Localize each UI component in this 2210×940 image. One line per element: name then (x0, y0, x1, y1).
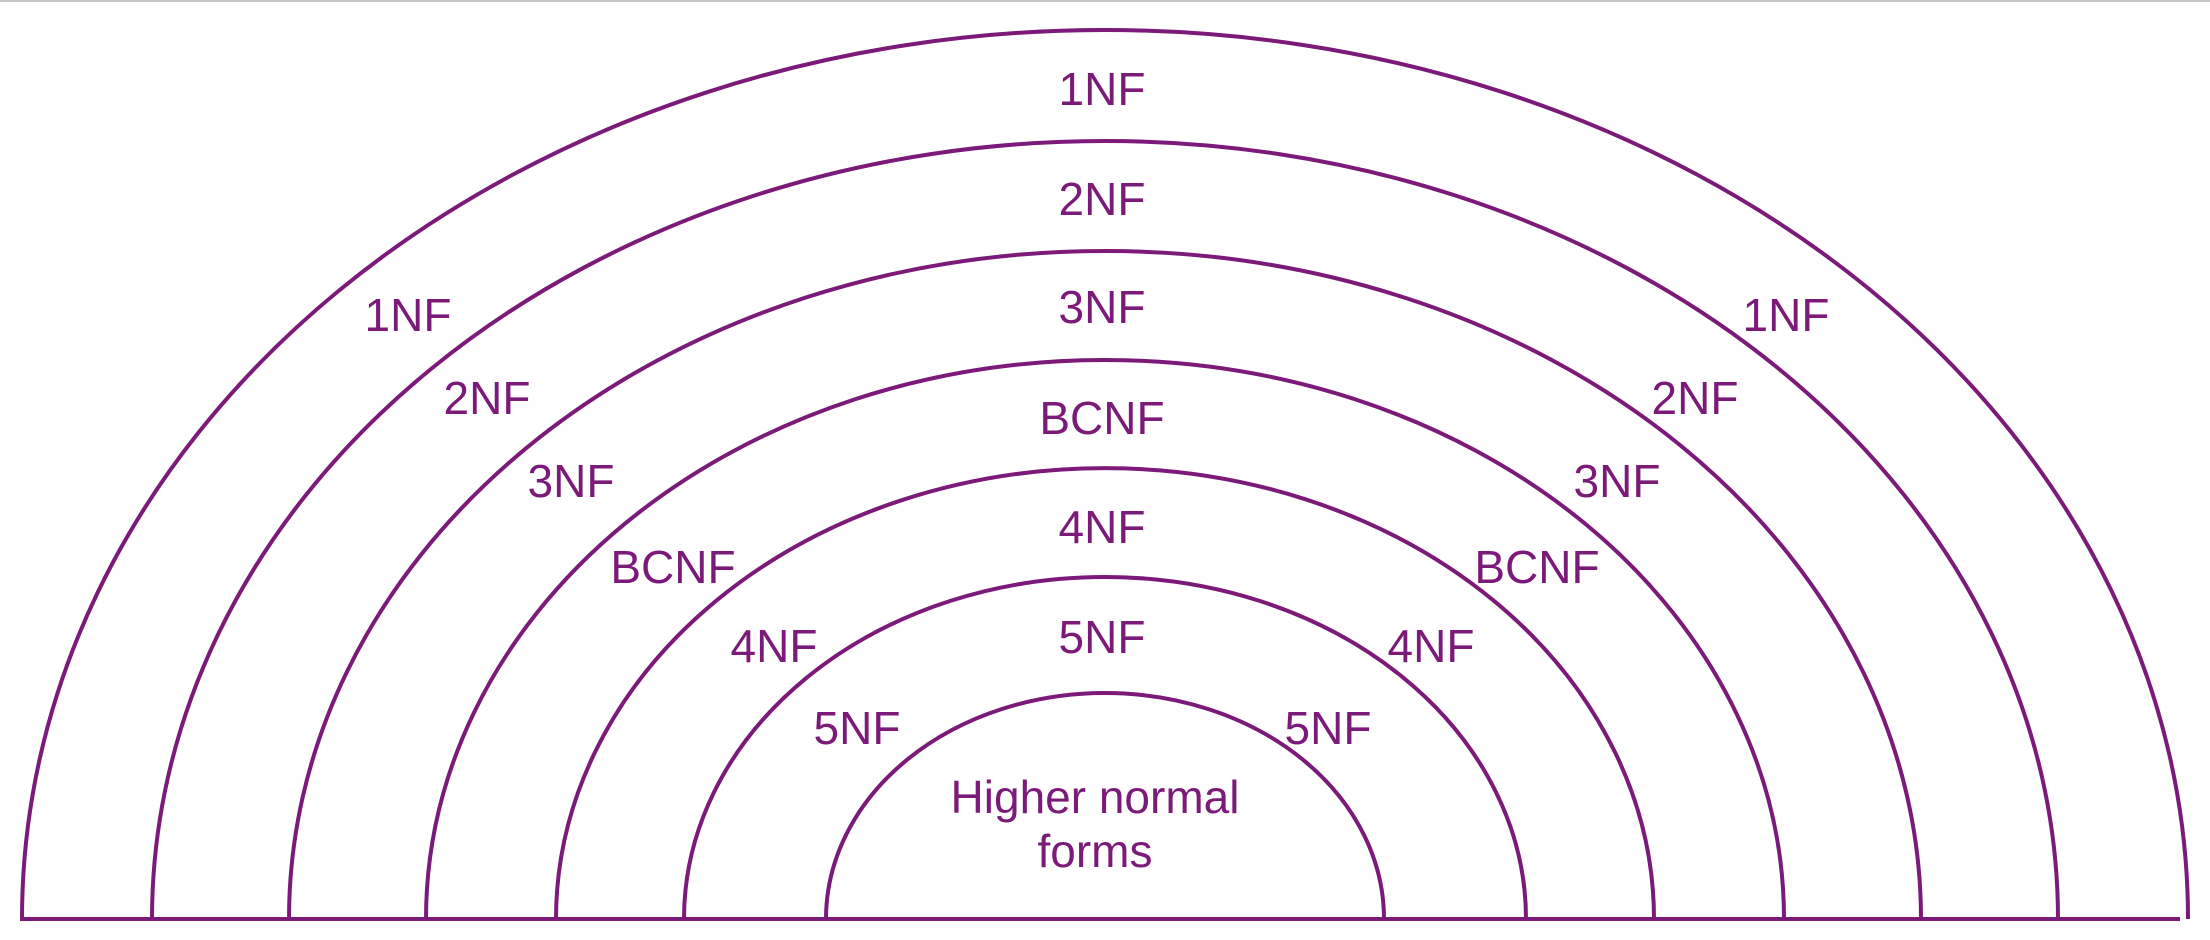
core-label-line-2: forms (1038, 825, 1153, 877)
band-label-right-3nf: 3NF (1574, 455, 1661, 507)
band-label-top-2nf: 2NF (1059, 173, 1146, 225)
band-label-left-4nf: 4NF (731, 620, 818, 672)
band-arc-5 (554, 466, 1656, 920)
band-label-top-4nf: 4NF (1059, 501, 1146, 553)
band-label-left-2nf: 2NF (444, 372, 531, 424)
band-arc-4 (424, 358, 1786, 920)
top-border (0, 0, 2210, 2)
band-arc-1 (20, 28, 2190, 920)
band-label-left-3nf: 3NF (528, 455, 615, 507)
band-label-left-1nf: 1NF (365, 289, 452, 341)
band-label-top-1nf: 1NF (1059, 63, 1146, 115)
band-label-right-2nf: 2NF (1652, 372, 1739, 424)
band-label-right-1nf: 1NF (1743, 289, 1830, 341)
core-label-line-1: Higher normal (951, 771, 1240, 823)
band-label-top-5nf: 5NF (1059, 611, 1146, 663)
band-arc-2 (150, 139, 2060, 920)
band-arc-7 (824, 691, 1386, 920)
band-label-left-bcnf: BCNF (610, 541, 735, 593)
band-label-right-4nf: 4NF (1388, 620, 1475, 672)
band-arc-6 (682, 575, 1528, 920)
band-label-right-bcnf: BCNF (1474, 541, 1599, 593)
band-label-top-bcnf: BCNF (1039, 392, 1164, 444)
band-label-left-5nf: 5NF (814, 702, 901, 754)
band-label-right-5nf: 5NF (1285, 702, 1372, 754)
band-arc-3 (287, 249, 1923, 920)
band-label-top-3nf: 3NF (1059, 281, 1146, 333)
arcs-group (20, 28, 2190, 920)
